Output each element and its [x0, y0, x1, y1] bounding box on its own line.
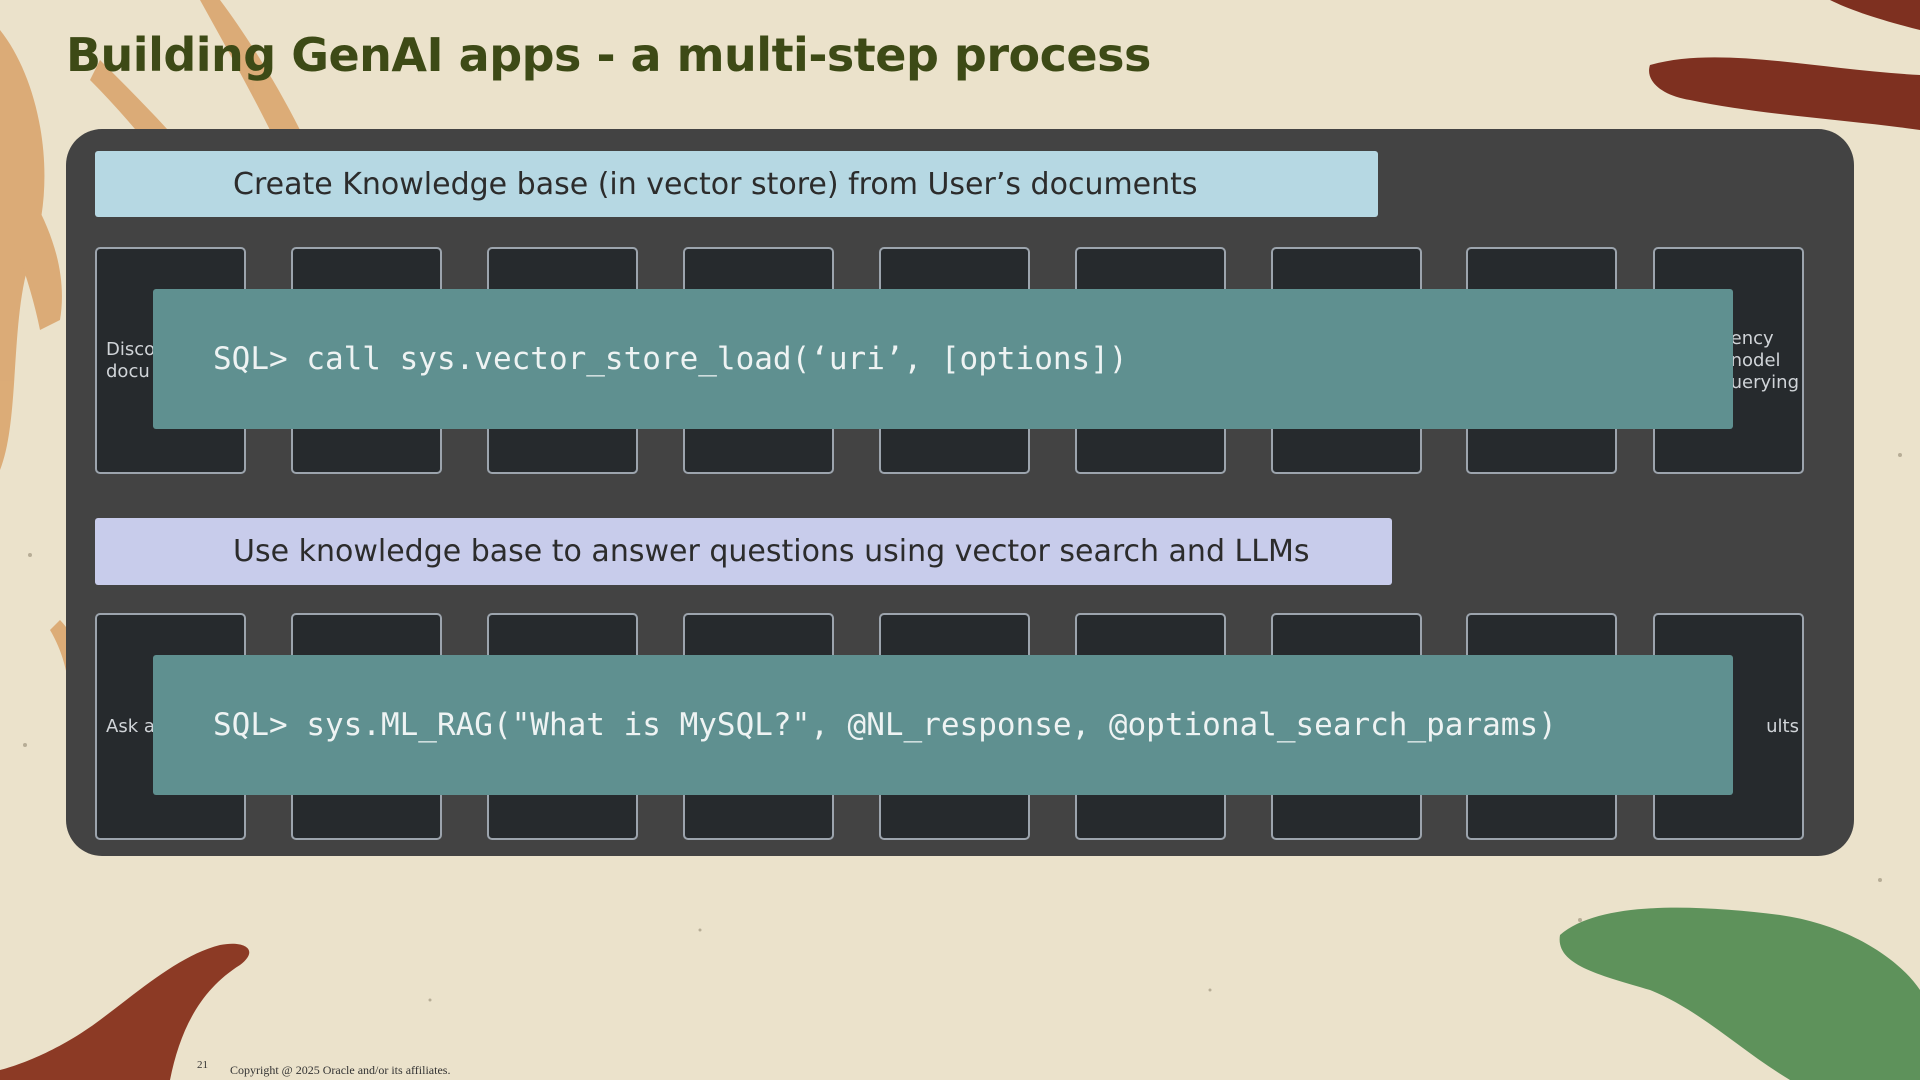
rag-banner-label: Use knowledge base to answer questions u…	[233, 534, 1310, 569]
background-speckles	[23, 453, 1902, 1002]
ingestion-banner-label: Create Knowledge base (in vector store) …	[233, 166, 1198, 202]
brushstroke-bottom-left	[0, 943, 250, 1080]
copyright-notice: Copyright @ 2025 Oracle and/or its affil…	[230, 1063, 451, 1077]
slide-title: Building GenAI apps - a multi-step proce…	[66, 28, 1151, 82]
ingestion-step-label: ency nodel uerying	[1730, 327, 1799, 393]
rag-step-label: ults	[1766, 715, 1799, 737]
ml-rag-command-text: SQL> sys.ML_RAG("What is MySQL?", @NL_re…	[213, 707, 1557, 743]
process-panel: Create Knowledge base (in vector store) …	[66, 129, 1854, 856]
rag-banner: Use knowledge base to answer questions u…	[95, 518, 1392, 585]
page-number: 21	[197, 1059, 208, 1071]
ingestion-banner: Create Knowledge base (in vector store) …	[95, 151, 1378, 217]
ingestion-step-label: Disco docu	[106, 338, 156, 382]
rag-step-label: Ask a	[106, 715, 155, 737]
vector-store-load-command: SQL> call sys.vector_store_load(‘uri’, […	[153, 289, 1733, 429]
brushstroke-bottom-right	[1559, 907, 1920, 1080]
vector-store-load-command-text: SQL> call sys.vector_store_load(‘uri’, […	[213, 341, 1128, 377]
ml-rag-command: SQL> sys.ML_RAG("What is MySQL?", @NL_re…	[153, 655, 1733, 795]
brushstroke-top-right	[1649, 0, 1920, 130]
